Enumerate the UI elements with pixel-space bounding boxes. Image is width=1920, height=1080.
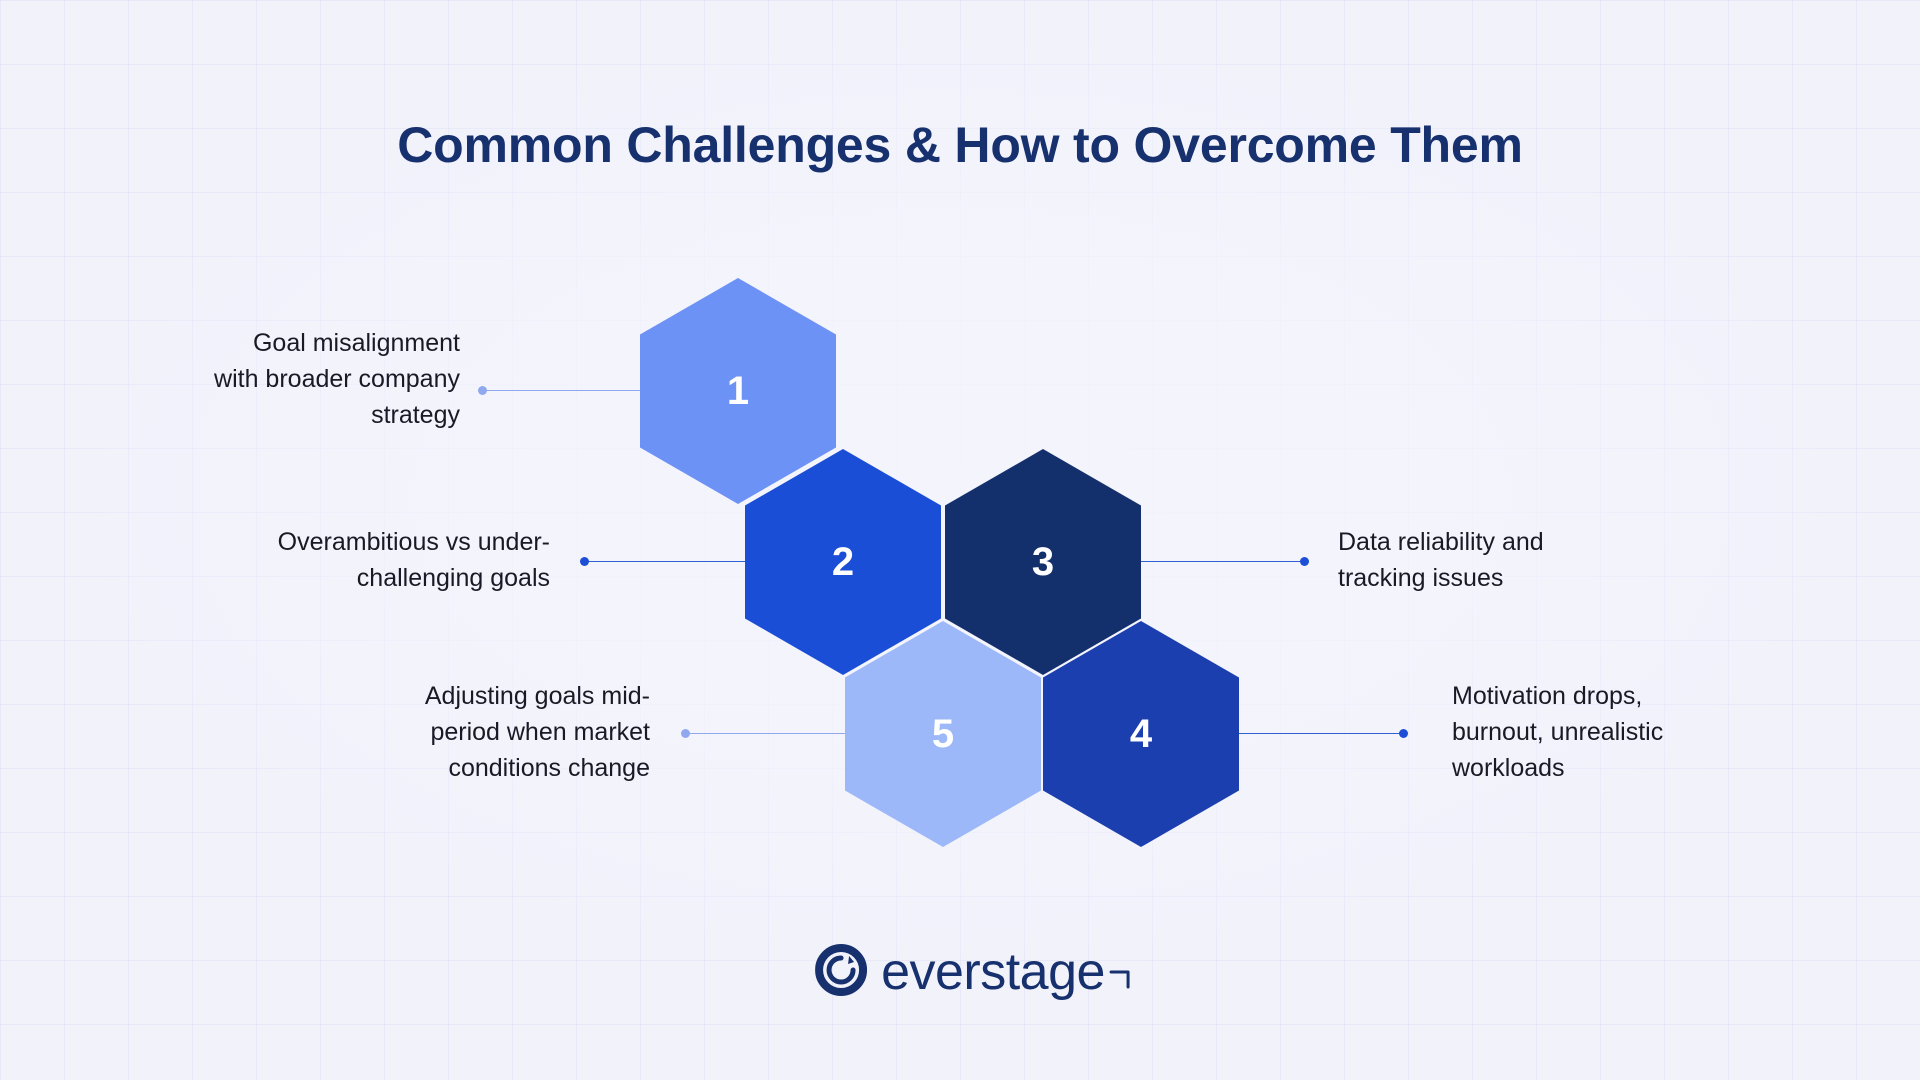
hexagon-1-label-line-2: with broader company	[214, 365, 460, 393]
hexagon-2-number: 2	[831, 539, 855, 584]
hexagon-3-label-line-2: tracking issues	[1338, 564, 1504, 592]
hexagon-1-label-line-1: Goal misalignment	[252, 329, 460, 357]
hexagon-2-label-line-1: Overambitious vs under-	[277, 528, 550, 556]
hexagon-4-label-line-1: Motivation drops,	[1452, 682, 1643, 710]
connector-line-2	[586, 561, 748, 562]
everstage-logo: everstage	[815, 942, 1130, 1002]
connector-dot-3	[1300, 557, 1309, 566]
connector-dot-2	[580, 557, 589, 566]
connector-dot-4	[1399, 729, 1408, 738]
connector-line-4	[1236, 733, 1404, 734]
connector-dot-5	[681, 729, 690, 738]
hexagon-2-label: Overambitious vs under- challenging goal…	[160, 524, 550, 596]
hexagon-4-number: 4	[1129, 711, 1153, 756]
everstage-wordmark: everstage	[881, 942, 1130, 1002]
hexagon-4-label-line-2: burnout, unrealistic	[1452, 718, 1664, 746]
everstage-mark-icon	[815, 943, 868, 1001]
hexagon-1-label-line-3: strategy	[371, 401, 460, 429]
hexagon-5-number: 5	[931, 711, 955, 756]
connector-line-3	[1140, 561, 1304, 562]
everstage-tick-icon	[1109, 944, 1131, 1004]
connector-line-1	[482, 390, 640, 391]
connector-dot-1	[478, 386, 487, 395]
hexagon-5[interactable]: 5	[845, 621, 1041, 847]
hexagon-4-label-line-3: workloads	[1452, 754, 1565, 782]
hexagon-2-label-line-2: challenging goals	[356, 564, 550, 592]
page-title: Common Challenges & How to Overcome Them	[397, 117, 1523, 173]
hexagon-1-number: 1	[726, 368, 750, 413]
connector-line-5	[685, 733, 845, 734]
hexagon-3-label-line-1: Data reliability and	[1338, 528, 1544, 556]
hexagon-5-label-line-1: Adjusting goals mid-	[424, 682, 650, 710]
hexagon-5-label-line-2: period when market	[430, 718, 650, 746]
hexagon-4-label: Motivation drops, burnout, unrealistic w…	[1452, 678, 1852, 786]
hexagon-1[interactable]: 1	[640, 278, 836, 504]
hexagon-2[interactable]: 2	[745, 449, 941, 675]
hexagon-3-number: 3	[1031, 539, 1055, 584]
hexagon-3-label: Data reliability and tracking issues	[1338, 524, 1758, 596]
hexagon-1-label: Goal misalignment with broader company s…	[120, 325, 460, 433]
hexagon-5-label-line-3: conditions change	[448, 754, 650, 782]
hexagon-5-label: Adjusting goals mid- period when market …	[300, 678, 650, 786]
everstage-wordmark-text: everstage	[881, 943, 1105, 1001]
